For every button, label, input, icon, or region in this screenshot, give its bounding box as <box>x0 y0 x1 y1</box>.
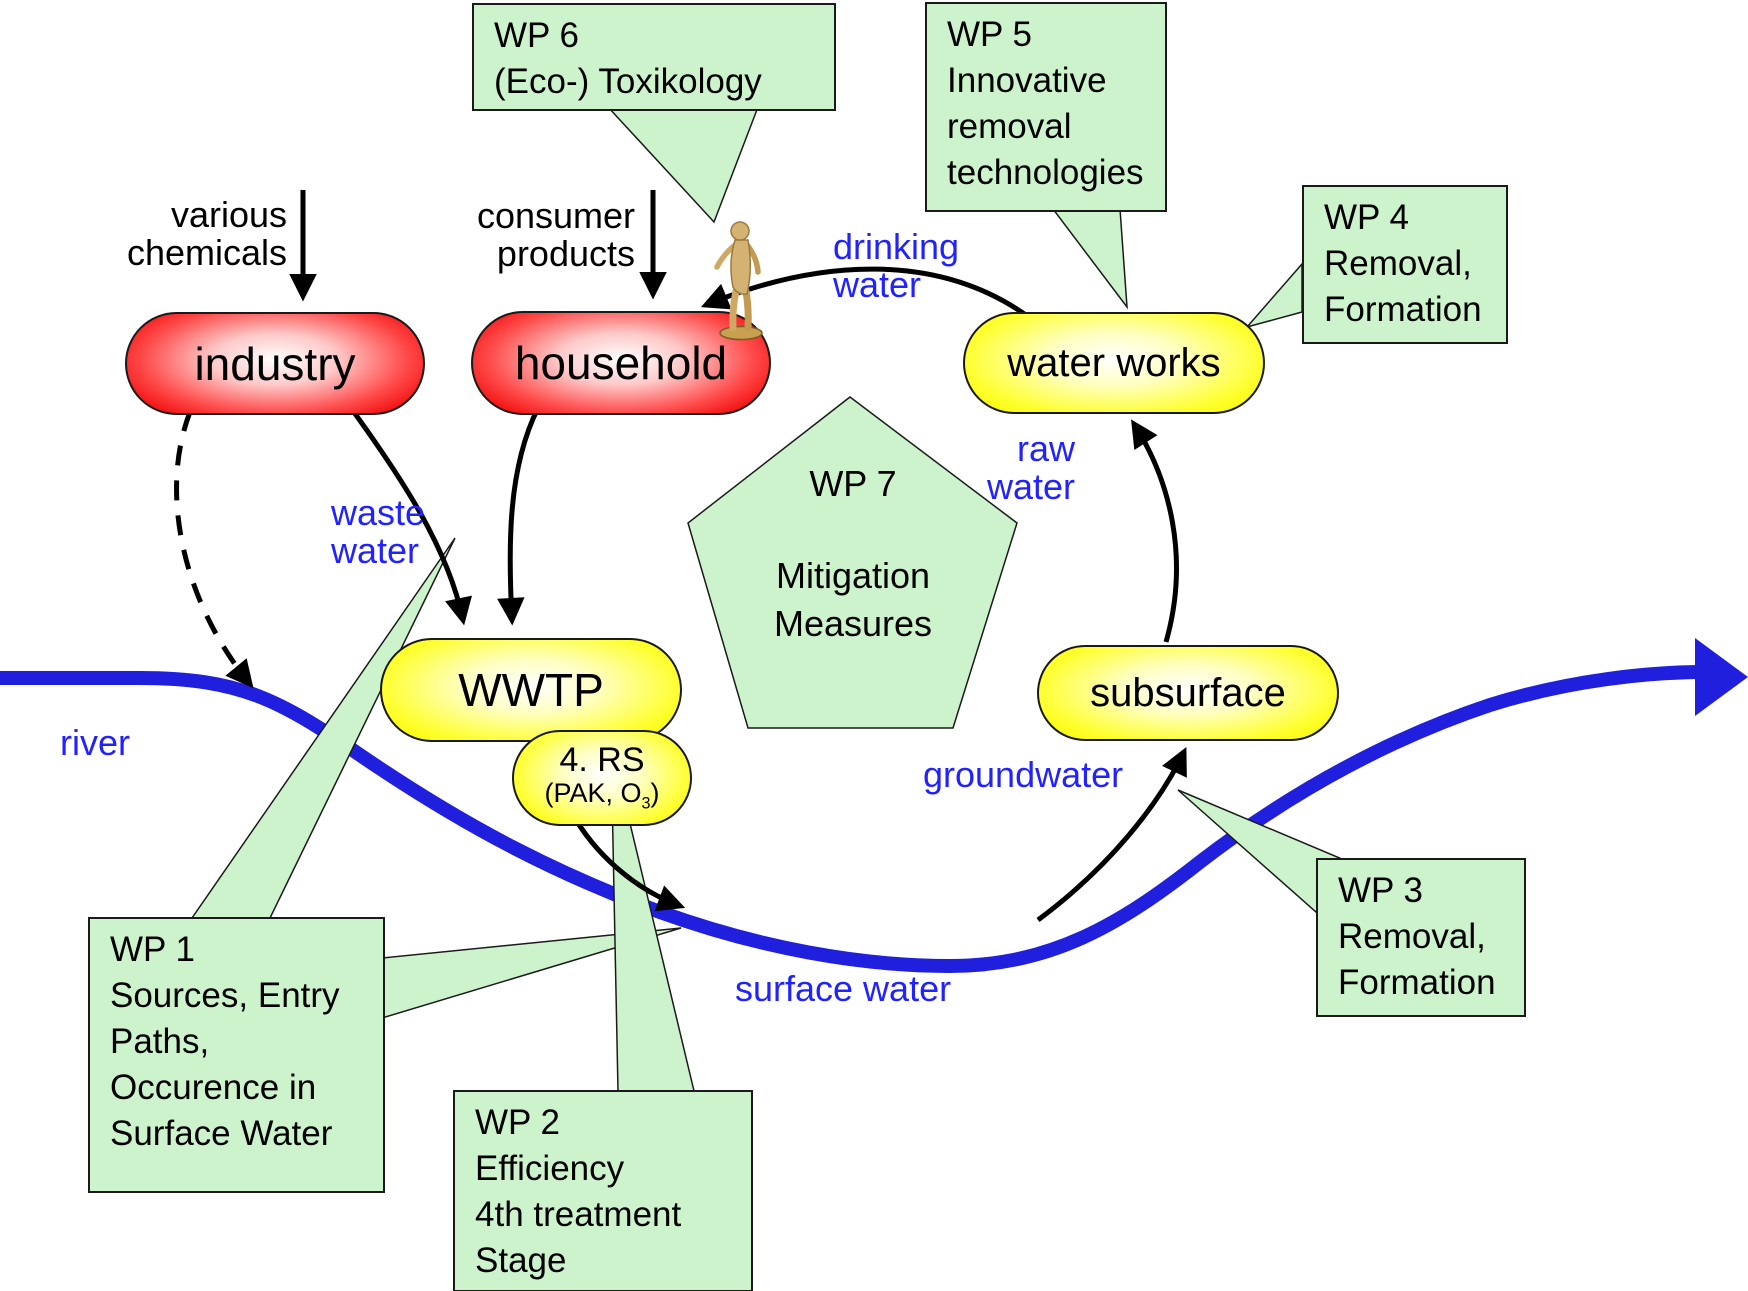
wp6-line: (Eco-) Toxikology <box>494 62 762 101</box>
wp5-pointer <box>1051 208 1128 310</box>
wwtp-label: WWTP <box>458 664 604 716</box>
wp4-line: WP 4 <box>1324 198 1409 237</box>
subsurface-label: subsurface <box>1090 670 1286 715</box>
human-statue-icon <box>714 221 763 341</box>
industry-label: industry <box>194 337 356 390</box>
subsurface-node: subsurface <box>1037 645 1339 741</box>
rs-to-river-arrow <box>573 818 686 912</box>
wp5-line: WP 5 <box>947 15 1032 54</box>
wp1-box: WP 1 Sources, Entry Paths, Occurence in … <box>88 917 385 1193</box>
household-to-wwtp-arrow <box>497 406 541 626</box>
wp3-line: Removal, <box>1338 917 1486 956</box>
fourth-rs-node: 4. RS (PAK, O3) <box>512 730 692 826</box>
industry-to-wwtp-arrow <box>345 402 472 626</box>
drinking-water-arrow <box>700 266 1032 321</box>
wp5-line: removal <box>947 107 1072 146</box>
river-label: river <box>60 722 130 763</box>
wp1-line: WP 1 <box>110 930 195 969</box>
industry-to-river-dashed-arrow <box>174 411 254 689</box>
drinking-water-label: drinking water <box>833 226 960 305</box>
fourth-rs-line2: (PAK, O3) <box>544 778 660 813</box>
wp4-line: Removal, <box>1324 244 1472 283</box>
river-arrowhead <box>1695 638 1748 716</box>
wwtp-node: WWTP <box>380 638 682 742</box>
wp2-box: WP 2 Efficiency 4th treatment Stage <box>453 1090 753 1291</box>
wp5-box: WP 5 Innovative removal technologies <box>925 2 1167 212</box>
wp3-line: WP 3 <box>1338 871 1423 910</box>
wp4-line: Formation <box>1324 290 1482 329</box>
consumer-products-label: consumer products <box>476 195 635 274</box>
fourth-rs-line1: 4. RS <box>559 741 645 780</box>
various-chemicals-label: various chemicals <box>126 194 287 273</box>
wp2-line: WP 2 <box>475 1103 560 1142</box>
subsurface-to-waterworks-arrow <box>1131 419 1179 643</box>
water-works-label: water works <box>1007 340 1221 385</box>
river-path <box>0 665 1706 974</box>
wp5-line: technologies <box>947 153 1144 192</box>
household-label: household <box>514 337 728 389</box>
industry-node: industry <box>125 312 425 415</box>
wp7-pentagon <box>687 396 1018 729</box>
wp3-box: WP 3 Removal, Formation <box>1316 858 1526 1017</box>
groundwater-label: groundwater <box>923 754 1124 795</box>
wp3-line: Formation <box>1338 963 1496 1002</box>
wp7-line: Measures <box>773 603 933 644</box>
surface-water-label: surface water <box>735 968 952 1009</box>
wp2-line: 4th treatment <box>475 1195 682 1234</box>
household-node: household <box>471 311 771 415</box>
wp7-lines: Mitigation Measures <box>688 552 1018 648</box>
water-works-node: water works <box>963 312 1265 414</box>
wp5-line: Innovative <box>947 61 1107 100</box>
raw-water-label: raw water <box>986 428 1075 507</box>
wp2-line: Stage <box>475 1241 567 1280</box>
wp4-pointer <box>1244 262 1303 329</box>
waste-water-label: waste water <box>331 492 426 571</box>
wp7-line: Mitigation <box>775 555 931 596</box>
wp1-line: Sources, Entry <box>110 976 340 1015</box>
wp4-box: WP 4 Removal, Formation <box>1302 185 1508 344</box>
wp7-title: WP 7 <box>809 463 897 504</box>
wp6-line: WP 6 <box>494 16 579 55</box>
wp1-line: Paths, <box>110 1022 210 1061</box>
wp1-line: Occurence in <box>110 1068 317 1107</box>
wp6-box: WP 6 (Eco-) Toxikology <box>472 3 836 111</box>
groundwater-to-subsurface-arrow <box>1036 747 1187 923</box>
wp1-line: Surface Water <box>110 1114 333 1153</box>
wp2-line: Efficiency <box>475 1149 625 1188</box>
